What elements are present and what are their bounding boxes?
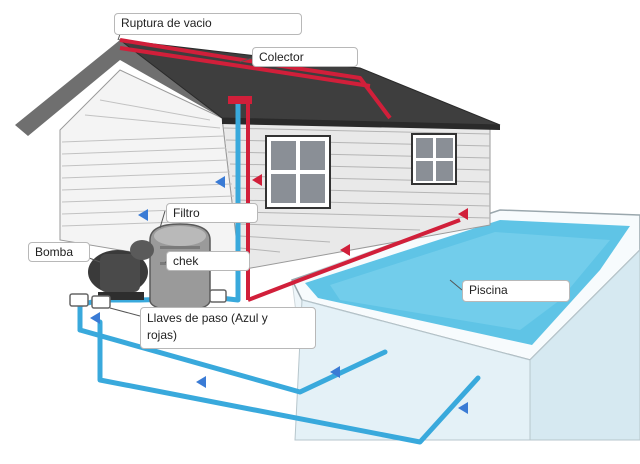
flow-arrow-icon [90,176,468,414]
hot-water-pipes [119,38,461,302]
valves [69,289,227,309]
label-llaves-line1: Llaves de paso (Azul y [147,311,268,325]
label-filtro: Filtro [166,203,258,223]
flow-arrow-icon [252,174,468,256]
label-colector: Colector [252,47,358,67]
roof-fascia [222,118,500,130]
red-pipe-fittings [228,96,252,104]
label-chek: chek [166,251,250,271]
label-piscina: Piscina [462,280,570,302]
label-llaves-de-paso: Llaves de paso (Azul y rojas) [140,307,316,349]
window-right [411,133,457,185]
window-left [265,135,331,209]
label-bomba: Bomba [28,242,90,262]
label-ruptura-de-vacio: Ruptura de vacio [114,13,302,35]
pool-right-wall [529,249,640,441]
label-llaves-line2: rojas) [147,328,178,342]
pump [88,240,154,300]
